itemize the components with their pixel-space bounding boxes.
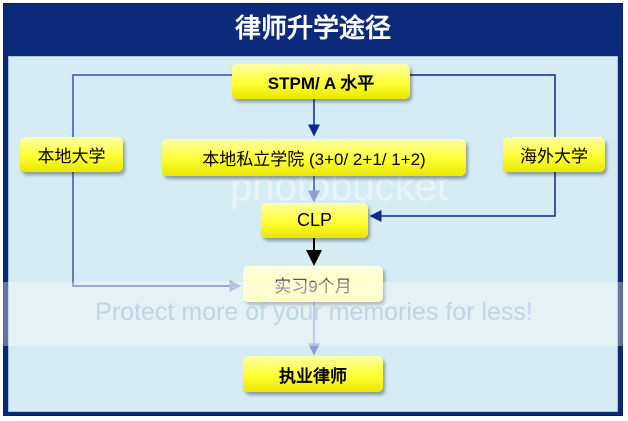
node-local-university: 本地大学 [20, 137, 123, 172]
watermark-band [0, 282, 628, 346]
node-clp: CLP [261, 203, 368, 238]
line-stpm-to-internship [72, 74, 242, 292]
node-internship: 实习9个月 [243, 266, 383, 302]
watermark-slogan: Protect more of your memories for less! [95, 298, 533, 326]
node-overseas-university: 海外大学 [503, 137, 605, 172]
diagram-title: 律师升学途径 [234, 14, 391, 44]
node-local-private-college: 本地私立学院 (3+0/ 2+1/ 1+2) [162, 139, 466, 176]
node-stpm: STPM/ A 水平 [232, 64, 410, 99]
node-practicing-lawyer: 执业律师 [243, 356, 383, 392]
